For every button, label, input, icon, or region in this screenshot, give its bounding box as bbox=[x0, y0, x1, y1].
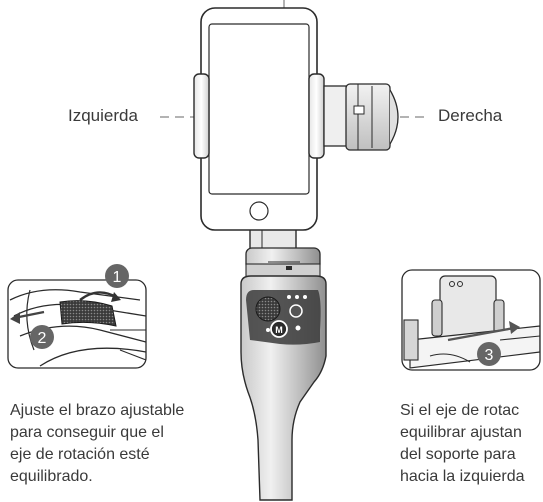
step-number-3: 3 bbox=[485, 347, 494, 364]
right-caption-line: del soporte para bbox=[400, 446, 516, 463]
left-caption-line: Ajuste el brazo ajustable bbox=[10, 402, 185, 419]
gimbal-handle: M bbox=[240, 247, 327, 501]
phone bbox=[200, 7, 318, 231]
left-caption-line: para conseguir que el bbox=[10, 424, 164, 441]
joystick-icon bbox=[255, 296, 281, 322]
right-direction-label: Derecha bbox=[438, 106, 503, 125]
left-inset bbox=[7, 279, 147, 369]
left-direction-label: Izquierda bbox=[68, 106, 138, 125]
right-clamp bbox=[308, 73, 325, 159]
mode-button-icon bbox=[270, 320, 288, 338]
left-clamp bbox=[193, 73, 210, 159]
left-caption-line: eje de rotación esté bbox=[10, 446, 150, 463]
step-badge-1: 1 bbox=[105, 264, 129, 288]
roll-motor bbox=[323, 83, 399, 151]
right-caption-line: hacia la izquierda bbox=[400, 468, 525, 485]
svg-text:M: M bbox=[275, 325, 283, 335]
step-badge-3: 3 bbox=[477, 342, 501, 366]
right-caption-line: equilibrar ajustan bbox=[400, 424, 522, 441]
shutter-button-icon bbox=[289, 304, 303, 318]
phone-home-button-icon bbox=[249, 201, 269, 221]
step-number-1: 1 bbox=[113, 269, 122, 286]
left-caption-line: equilibrado. bbox=[10, 468, 93, 485]
right-inset bbox=[401, 269, 541, 371]
left-caption: Ajuste el brazo ajustable para conseguir… bbox=[10, 400, 184, 488]
right-caption-line: Si el eje de rotac bbox=[400, 402, 520, 419]
step-number-2: 2 bbox=[38, 330, 47, 347]
right-caption: Si el eje de rotac equilibrar ajustan de… bbox=[400, 400, 543, 488]
step-badge-2: 2 bbox=[30, 325, 54, 349]
